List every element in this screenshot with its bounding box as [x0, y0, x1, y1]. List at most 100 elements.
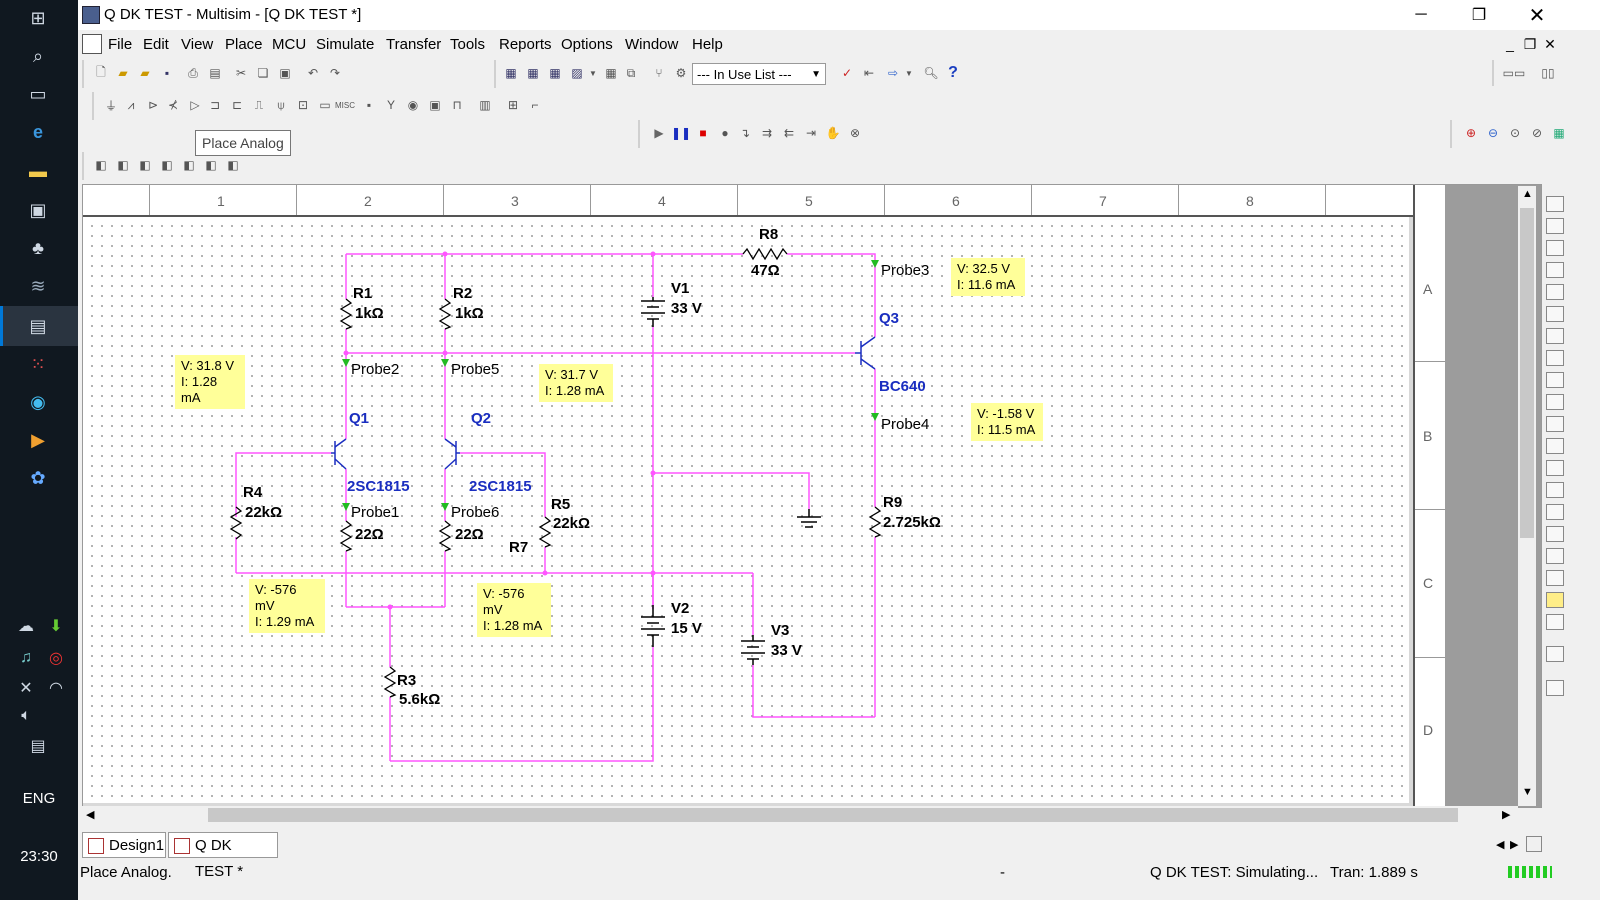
- multimeter-icon[interactable]: [1546, 196, 1564, 212]
- place-source-icon[interactable]: ⏚: [104, 98, 117, 113]
- oscilloscope-icon[interactable]: [1546, 262, 1564, 278]
- place-transistor-icon[interactable]: ⊀: [167, 98, 179, 112]
- search-icon[interactable]: ⌕: [32, 45, 44, 66]
- print-icon[interactable]: ⎙: [188, 65, 198, 80]
- tab-list-icon[interactable]: [1526, 836, 1542, 852]
- store-icon[interactable]: ▣: [29, 199, 47, 220]
- pause-at-next-icon[interactable]: ●: [721, 126, 729, 140]
- network-analyzer-icon[interactable]: [1546, 482, 1564, 498]
- labview-instrument-icon[interactable]: [1546, 592, 1564, 608]
- open-folder-icon[interactable]: ▰: [118, 66, 128, 80]
- zoom-area-icon[interactable]: ⊙: [1509, 126, 1521, 140]
- step-into-icon[interactable]: ↴: [739, 126, 751, 140]
- database-manager-icon[interactable]: ▦: [549, 66, 561, 80]
- analog-part-5-icon[interactable]: ◧: [183, 158, 195, 172]
- word-generator-icon[interactable]: [1546, 350, 1564, 366]
- place-power-icon[interactable]: ▭: [319, 98, 331, 112]
- zoom-fit-icon[interactable]: ⊘: [1531, 126, 1543, 140]
- place-basic-icon[interactable]: ⩘: [127, 97, 135, 112]
- back-annotate-icon[interactable]: ⇤: [863, 66, 875, 80]
- copy-icon[interactable]: ❏: [257, 66, 269, 80]
- full-screen-icon[interactable]: ▦: [1553, 126, 1565, 140]
- multisim-app-icon[interactable]: [82, 6, 100, 24]
- save-icon[interactable]: ▪: [164, 66, 170, 80]
- place-bus-icon[interactable]: ⌐: [531, 98, 539, 112]
- vertical-scroll-thumb[interactable]: [1520, 208, 1534, 538]
- tab-scroll-right-icon[interactable]: ▶: [1510, 839, 1519, 851]
- place-misc-digital-icon[interactable]: ⎍: [254, 97, 264, 112]
- place-misc-icon[interactable]: MISC: [335, 100, 355, 110]
- stop-icon[interactable]: ■: [699, 126, 707, 140]
- help-icon[interactable]: ?: [948, 64, 958, 81]
- scroll-down-icon[interactable]: ▼: [1522, 786, 1533, 798]
- volume-icon[interactable]: 🔈︎: [21, 707, 31, 724]
- close-icon[interactable]: ✕: [1528, 4, 1546, 27]
- grapher-dropdown-icon[interactable]: ▼: [589, 68, 597, 78]
- tektronix-oscilloscope-icon[interactable]: [1546, 570, 1564, 586]
- analog-part-3-icon[interactable]: ◧: [139, 158, 151, 172]
- place-mixed-icon[interactable]: ⍦: [277, 97, 285, 112]
- menu-reports[interactable]: Reports: [499, 36, 552, 53]
- pause-icon[interactable]: ❚❚: [670, 126, 692, 140]
- clock[interactable]: 23:30: [20, 848, 58, 865]
- wattmeter-icon[interactable]: [1546, 240, 1564, 256]
- show-hide-icon[interactable]: ▭▭: [1502, 66, 1526, 80]
- tab-scroll-left-icon[interactable]: ◀: [1496, 839, 1505, 851]
- redo-icon[interactable]: ↷: [329, 66, 341, 80]
- stack-app-icon[interactable]: ≋: [30, 275, 46, 296]
- spreadsheet-view-icon[interactable]: ▦: [527, 66, 539, 80]
- logic-converter-icon[interactable]: [1546, 372, 1564, 388]
- four-channel-oscilloscope-icon[interactable]: [1546, 284, 1564, 300]
- step-out-icon[interactable]: ⇇: [783, 126, 795, 140]
- pause-toggle-icon[interactable]: ▯▯: [1541, 66, 1555, 80]
- agilent-generator-icon[interactable]: [1546, 504, 1564, 520]
- task-view-icon[interactable]: ▭: [29, 83, 47, 104]
- place-indicator-icon[interactable]: ⊡: [297, 98, 309, 112]
- ni-elvis-icon[interactable]: [1546, 614, 1564, 630]
- toggle-breakpoint-icon[interactable]: ✋: [825, 126, 841, 140]
- place-mcu-icon[interactable]: ▥: [479, 98, 491, 112]
- document-menu-icon[interactable]: [82, 34, 102, 54]
- agilent-multimeter-icon[interactable]: [1546, 526, 1564, 542]
- analog-part-6-icon[interactable]: ◧: [205, 158, 217, 172]
- design-toolbox-icon[interactable]: ▦: [505, 66, 517, 80]
- place-analog-icon[interactable]: ▷: [190, 98, 200, 112]
- grapher-icon[interactable]: ▨: [571, 66, 583, 80]
- postprocessor-icon[interactable]: ▦: [605, 66, 617, 80]
- menu-transfer[interactable]: Transfer: [386, 36, 442, 53]
- language-indicator[interactable]: ENG: [22, 790, 56, 807]
- restore-icon[interactable]: ❐: [1471, 7, 1487, 24]
- analog-part-4-icon[interactable]: ◧: [161, 158, 173, 172]
- mdi-minimize-icon[interactable]: _: [1506, 36, 1514, 52]
- undo-icon[interactable]: ↶: [307, 66, 319, 80]
- current-probe-icon[interactable]: [1546, 646, 1564, 662]
- in-use-list-dropdown[interactable]: --- In Use List --- ▼: [692, 63, 826, 85]
- erc-icon[interactable]: ⧉: [626, 65, 636, 80]
- menu-tools[interactable]: Tools: [450, 36, 486, 53]
- horizontal-scrollbar[interactable]: ◀ ▶: [82, 806, 1518, 824]
- menu-view[interactable]: View: [181, 36, 214, 53]
- run-to-cursor-icon[interactable]: ⇥: [805, 126, 817, 140]
- menu-file[interactable]: File: [108, 36, 133, 53]
- place-hierarchical-icon[interactable]: ⊞: [507, 98, 519, 112]
- scroll-left-icon[interactable]: ◀: [86, 809, 95, 821]
- record-icon[interactable]: ◎: [49, 650, 63, 667]
- agilent-oscilloscope-icon[interactable]: [1546, 548, 1564, 564]
- place-cmos-icon[interactable]: ⊏: [231, 98, 243, 112]
- place-diode-icon[interactable]: ⊳: [147, 98, 159, 112]
- menu-help[interactable]: Help: [692, 36, 723, 53]
- place-ni-icon[interactable]: ▣: [429, 98, 441, 112]
- place-ttl-icon[interactable]: ⊐: [209, 98, 221, 112]
- tab-q-dk-test[interactable]: Q DK TEST *: [168, 832, 278, 880]
- browser-app-icon[interactable]: ✿: [30, 467, 46, 488]
- forward-annotate-icon[interactable]: ⇨: [887, 66, 899, 80]
- download-icon[interactable]: ⬇: [49, 618, 63, 635]
- run-icon[interactable]: ▶: [654, 126, 664, 140]
- multisim-taskbar-icon[interactable]: ▤: [29, 315, 47, 336]
- schematic-sheet[interactable]: R1 1kΩ R2 1kΩ R8 47Ω V1 33 V R4 22kΩ 22Ω…: [83, 217, 1409, 803]
- zoom-in-icon[interactable]: ⊕: [1465, 126, 1477, 140]
- analog-part-2-icon[interactable]: ◧: [117, 158, 129, 172]
- menu-window[interactable]: Window: [625, 36, 679, 53]
- menu-place[interactable]: Place: [225, 36, 263, 53]
- place-connector-icon[interactable]: ⊓: [452, 98, 462, 112]
